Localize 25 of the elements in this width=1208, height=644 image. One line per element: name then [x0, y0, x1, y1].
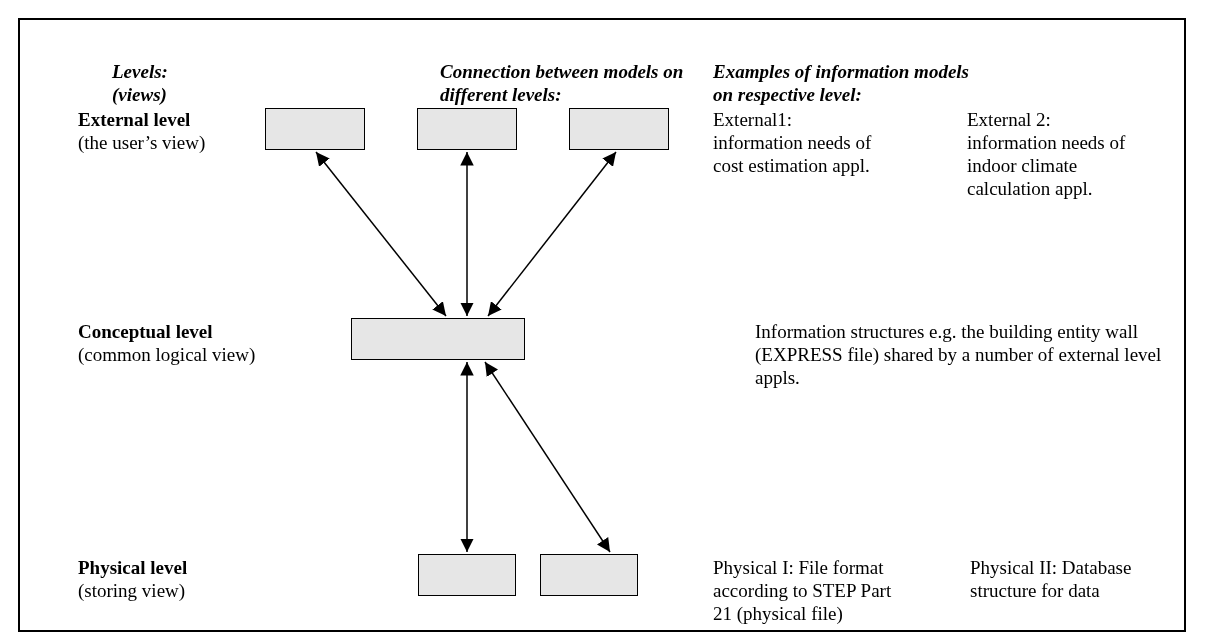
model-box — [540, 554, 638, 596]
model-box — [265, 108, 365, 150]
double-arrow — [460, 151, 474, 317]
level-description: (common logical view) — [78, 343, 257, 366]
level-description: (the user’s view) — [78, 131, 207, 154]
model-box — [351, 318, 525, 360]
level-name: External level — [78, 108, 192, 131]
example-text: External 2: information needs of indoor climate calculation appl. — [967, 108, 1127, 200]
level-name: Physical level — [78, 556, 189, 579]
double-arrow — [487, 151, 617, 317]
level-description: (storing view) — [78, 579, 187, 602]
double-arrow — [484, 361, 611, 553]
example-text: Physical I: File format according to STEP Part 21 (physical file) — [713, 556, 893, 625]
example-text: Physical II: Database structure for data — [970, 556, 1133, 602]
double-arrow — [460, 361, 474, 553]
model-box — [417, 108, 517, 150]
column-heading: Levels: (views) — [112, 60, 169, 106]
example-text: External1: information needs of cost estimation appl. — [713, 108, 873, 177]
example-text: Information structures e.g. the building entity wall (EXPRESS file) shared by a number of external level appls. — [755, 320, 1163, 389]
double-arrow — [315, 151, 447, 317]
column-heading: Connection between models on different levels: — [440, 60, 685, 106]
model-box — [418, 554, 516, 596]
model-box — [569, 108, 669, 150]
column-heading: Examples of information models on respective level: — [713, 60, 970, 106]
level-name: Conceptual level — [78, 320, 214, 343]
